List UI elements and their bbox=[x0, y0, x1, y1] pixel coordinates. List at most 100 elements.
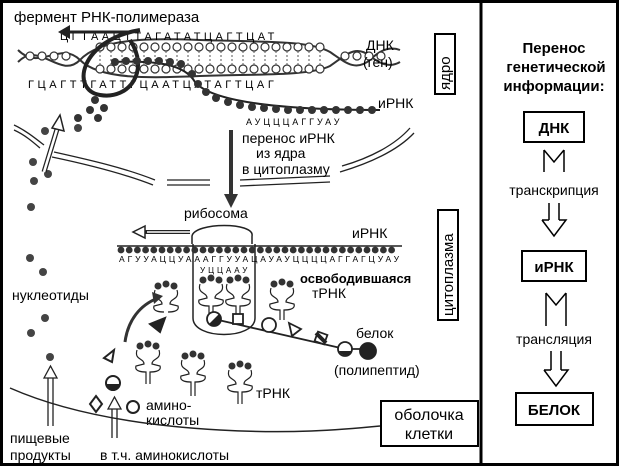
mrna-nucleotide bbox=[282, 247, 289, 254]
membrane-label-2: клетки bbox=[405, 426, 453, 443]
mrna-ribosome-nucleotides bbox=[118, 247, 395, 254]
dna-nucleotide bbox=[184, 43, 192, 51]
trna-icon bbox=[228, 361, 253, 405]
free-nucleotides bbox=[26, 124, 82, 361]
mrna-nucleotide bbox=[355, 247, 362, 254]
mrna-nucleotide bbox=[150, 247, 157, 254]
flow-box-mrna-label: иРНК bbox=[534, 259, 574, 276]
amino-acids-source-label: в т.ч. аминокислоты bbox=[100, 447, 229, 463]
amino-acid-filled-icon bbox=[360, 343, 376, 359]
mrna-nucleotide bbox=[265, 247, 272, 254]
dna-nucleotide bbox=[173, 43, 181, 51]
dna-nucleotide bbox=[206, 43, 214, 51]
dna-nucleotide bbox=[228, 65, 236, 73]
protein-label-1: белок bbox=[356, 325, 394, 341]
dna-nucleotide bbox=[118, 43, 126, 51]
trna-label: тРНК bbox=[256, 385, 291, 401]
transfer-label-1: перенос иРНК bbox=[242, 130, 336, 146]
trna-icon bbox=[181, 351, 206, 397]
dna-nucleotide bbox=[316, 65, 324, 73]
mrna-nucleotide bbox=[183, 247, 190, 254]
anticodon-sequence: УЦЦААУ bbox=[200, 266, 250, 275]
mrna-nucleotide bbox=[308, 106, 316, 114]
mrna-nucleotide bbox=[111, 58, 119, 66]
flow-title-3: информации: bbox=[503, 78, 604, 95]
nuclear-envelope bbox=[14, 125, 414, 186]
dna-nucleotide bbox=[26, 52, 34, 60]
trna-icon bbox=[199, 275, 224, 319]
mrna-nucleotide bbox=[144, 57, 152, 65]
mrna-nucleotide bbox=[175, 247, 182, 254]
mrna-nucleotide bbox=[323, 247, 330, 254]
mrna-nucleotide bbox=[314, 247, 321, 254]
amino-acid-circle-icon bbox=[127, 401, 139, 413]
flow-title-1: Перенос bbox=[523, 40, 586, 57]
amino-acid-square-icon bbox=[233, 314, 243, 324]
mrna-nucleotide bbox=[248, 103, 256, 111]
genetic-info-flow-panel: Перенос генетической информации: ДНК тра… bbox=[503, 40, 605, 425]
dna-nucleotide bbox=[162, 43, 170, 51]
dna-nucleotides-top bbox=[26, 43, 385, 60]
mrna-nucleotide bbox=[241, 247, 248, 254]
dna-nucleotide bbox=[305, 43, 313, 51]
mrna-nucleotide bbox=[74, 114, 82, 122]
mrna-nucleotide bbox=[191, 247, 198, 254]
ribosome-label: рибосома bbox=[184, 205, 248, 221]
mrna-nucleotide bbox=[224, 98, 232, 106]
mrna-nucleotide bbox=[177, 60, 185, 68]
dna-nucleotide bbox=[140, 65, 148, 73]
ribosome-large-subunit bbox=[192, 226, 252, 245]
amino-acid-diamond-icon bbox=[90, 396, 102, 412]
dna-nucleotide bbox=[294, 65, 302, 73]
dna-nucleotide bbox=[272, 43, 280, 51]
trna-icon bbox=[136, 341, 161, 385]
mrna-nucleotide bbox=[236, 101, 244, 109]
dna-nucleotide bbox=[250, 65, 258, 73]
mrna-nucleotide bbox=[306, 247, 313, 254]
mrna-nucleotide bbox=[86, 106, 94, 114]
mrna-nucleotide bbox=[388, 247, 395, 254]
dna-nucleotide bbox=[353, 52, 361, 60]
dna-nucleotide bbox=[140, 43, 148, 51]
mrna-cytoplasm-label: иРНК bbox=[352, 225, 388, 241]
mrna-nucleus-label: иРНК bbox=[378, 95, 414, 111]
mrna-nucleotide bbox=[364, 247, 371, 254]
dna-nucleotide bbox=[239, 65, 247, 73]
protein-label-2: (полипептид) bbox=[334, 362, 420, 378]
mrna-nucleotide bbox=[332, 106, 340, 114]
dna-nucleotide bbox=[118, 65, 126, 73]
released-trna-label-2: тРНК bbox=[312, 285, 347, 301]
dna-nucleotide bbox=[107, 65, 115, 73]
dna-nucleotide bbox=[316, 43, 324, 51]
dna-nucleotide bbox=[151, 43, 159, 51]
dna-helix: ЦГТААЦТТАГАТАТЦАГТЦАТ ГЦАГТТГАТТГЦААТЦАТ… bbox=[18, 31, 400, 91]
dna-nucleotide bbox=[50, 52, 58, 60]
mrna-nucleotide bbox=[339, 247, 346, 254]
transfer-label-3: в цитоплазму bbox=[242, 161, 330, 177]
mrna-nucleotide bbox=[380, 247, 387, 254]
cytoplasm-label: цитоплазма bbox=[440, 233, 457, 316]
dna-nucleotide bbox=[217, 65, 225, 73]
mrna-nucleotide bbox=[200, 247, 207, 254]
mrna-nucleotide bbox=[94, 114, 102, 122]
trna-icon bbox=[226, 275, 251, 319]
mrna-nucleotide bbox=[194, 80, 202, 88]
mrna-nucleotide bbox=[249, 247, 256, 254]
mrna-nucleotide bbox=[159, 247, 166, 254]
rna-polymerase-label: фермент РНК-полимераза bbox=[14, 9, 200, 26]
mrna-nucleotide bbox=[347, 247, 354, 254]
dna-nucleotide bbox=[107, 43, 115, 51]
mrna-nucleotide bbox=[232, 247, 239, 254]
dna-label: ДНК bbox=[366, 37, 395, 53]
mrna-nucleotide bbox=[212, 94, 220, 102]
mrna-nucleotide bbox=[257, 247, 264, 254]
mrna-nucleotide bbox=[100, 104, 108, 112]
dna-nucleotide bbox=[206, 65, 214, 73]
mrna-nucleotide bbox=[133, 57, 141, 65]
mrna-nucleotide bbox=[188, 70, 196, 78]
amino-acid-triangle-icon bbox=[289, 323, 301, 336]
mrna-nucleotide bbox=[126, 247, 133, 254]
membrane-label-1: оболочка bbox=[394, 407, 463, 424]
dna-nucleotide bbox=[96, 65, 104, 73]
